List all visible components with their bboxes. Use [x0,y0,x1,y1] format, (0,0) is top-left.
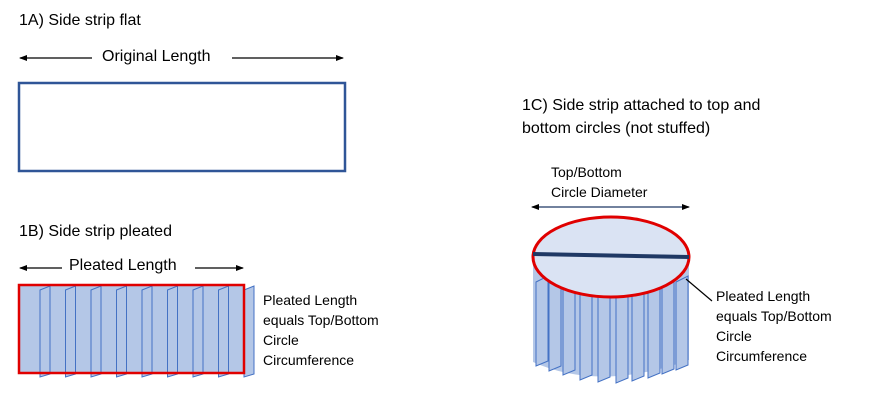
panel-c-title: 1C) Side strip attached to top and botto… [522,94,760,140]
flat-strip [17,81,347,173]
diameter-label-line: Top/Bottom [551,164,622,180]
pleat [39,285,51,378]
cylinder-pleat [548,275,562,372]
pleat [65,285,76,378]
panel-c-title-line: 1C) Side strip attached to top and [522,97,761,114]
panel-b-note-line: Circle [263,332,299,348]
pleat [116,285,127,378]
pleat [192,285,204,378]
pleat [167,285,178,378]
panel-b-note: Pleated Length equals Top/Bottom Circle … [263,290,379,370]
panel-b-note-line: Pleated Length [263,292,358,308]
panel-b-title: 1B) Side strip pleated [19,223,172,240]
pointer-line [685,278,713,302]
panel-c-note: Pleated Length equals Top/Bottom Circle … [716,286,832,366]
pleated-length-label: Pleated Length [63,257,183,275]
cylinder-pleat [661,275,675,375]
panel-a-title: 1A) Side strip flat [19,12,141,29]
panel-c-note-line: Circle [716,328,752,344]
panel-c-title-line: bottom circles (not stuffed) [522,120,711,137]
pleated-strip [17,283,255,378]
pleated-strip-fill [19,285,244,373]
cylinder-pleat [675,275,689,371]
diameter-label: Top/Bottom Circle Diameter [551,162,647,202]
pleated-strip-outline [17,283,246,375]
pleat [141,285,153,378]
pleat [243,285,255,378]
panel-b-note-line: Circumference [263,352,355,368]
diameter-label-line: Circle Diameter [551,184,648,200]
panel-c-note-line: Circumference [716,348,808,364]
diameter-line [532,252,690,259]
pleat [90,285,102,378]
panel-c-note-line: Pleated Length [716,288,811,304]
original-length-label: Original Length [96,48,217,66]
pleat [218,285,229,378]
panel-b-note-line: equals Top/Bottom [263,312,379,328]
cylinder-pleat [535,275,549,367]
panel-c-note-line: equals Top/Bottom [716,308,832,324]
